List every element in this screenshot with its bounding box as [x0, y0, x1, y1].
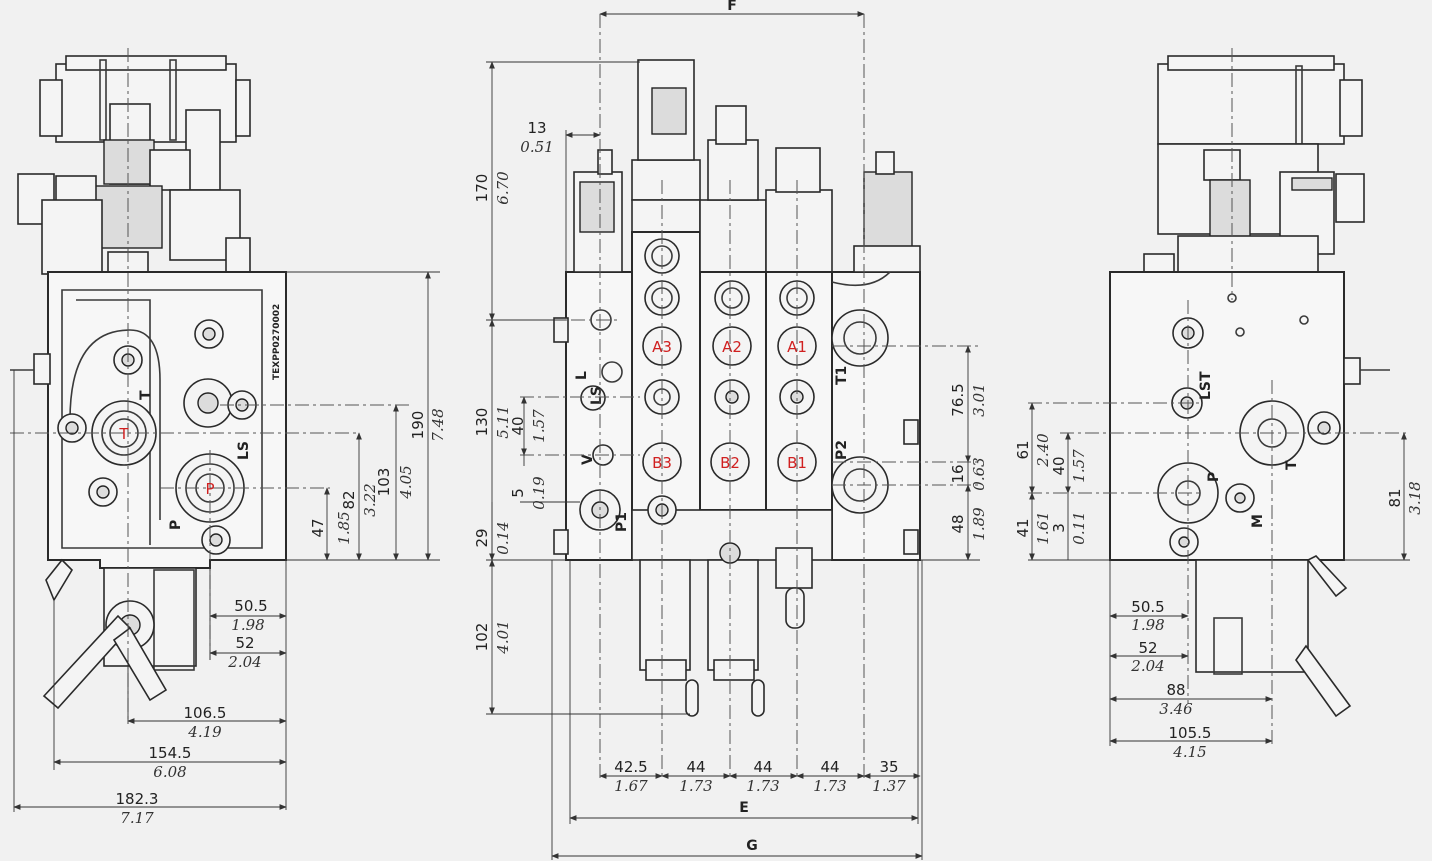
right-dim-41-in: 1.61 — [1034, 511, 1052, 544]
center-dim-29-in: 0.14 — [494, 521, 512, 554]
left-label-p: P — [205, 480, 214, 498]
center-dim-130-in: 5.11 — [494, 405, 512, 438]
center-label-p2: P2 — [834, 440, 850, 460]
right-dim-88: 88 — [1166, 681, 1185, 699]
right-label-lst: LST — [1198, 371, 1214, 400]
left-dim-154-5-in: 6.08 — [153, 763, 186, 781]
left-dim-82-in: 3.22 — [361, 483, 379, 516]
left-dim-50-5-in: 1.98 — [231, 616, 264, 634]
center-dim-5: 5 — [509, 488, 527, 498]
center-dim-76-5: 76.5 — [949, 383, 967, 416]
center-dim-42-5-in: 1.67 — [614, 777, 648, 795]
left-side-t: T — [138, 390, 154, 400]
left-label-t: T — [118, 425, 129, 443]
right-view: LST T P M 61 2.40 40 1.57 41 1.61 3 0.11… — [1014, 48, 1424, 761]
right-label-p: P — [1206, 472, 1222, 482]
center-dim-e: E — [739, 800, 749, 816]
center-label-l: L — [574, 371, 590, 380]
center-dim-44-a-in: 1.73 — [679, 777, 712, 795]
left-side-ls: LS — [236, 441, 252, 460]
right-dim-105-5-in: 4.15 — [1172, 743, 1206, 761]
center-dim-44-a: 44 — [686, 758, 705, 776]
center-view: A3 A2 A1 B3 B2 B1 T1 P2 L LS P1 V F — [473, 0, 988, 860]
left-dim-182-3-in: 7.17 — [120, 809, 154, 827]
right-dim-3-in: 0.11 — [1070, 511, 1088, 544]
right-dim-61-in: 2.40 — [1034, 433, 1052, 468]
center-dim-44-c: 44 — [820, 758, 839, 776]
left-dim-82: 82 — [340, 490, 358, 509]
left-dim-103: 103 — [375, 468, 393, 497]
center-dim-16: 16 — [949, 464, 967, 483]
center-dim-42-5: 42.5 — [614, 758, 647, 776]
port-a2: A2 — [722, 338, 742, 356]
center-label-p1: P1 — [614, 512, 630, 532]
center-dim-13: 13 — [527, 119, 546, 137]
right-dim-88-in: 3.46 — [1159, 700, 1193, 718]
center-dim-44-b: 44 — [753, 758, 772, 776]
right-dim-50-5-in: 1.98 — [1131, 616, 1164, 634]
center-dim-102: 102 — [473, 623, 491, 652]
right-dim-40: 40 — [1050, 456, 1068, 475]
center-dim-35-in: 1.37 — [872, 777, 906, 795]
center-dim-76-5-in: 3.01 — [970, 383, 988, 416]
center-dim-40: 40 — [509, 416, 527, 435]
left-dim-106-5: 106.5 — [184, 704, 227, 722]
right-dim-81-in: 3.18 — [1406, 481, 1424, 514]
right-dim-52-in: 2.04 — [1130, 657, 1164, 675]
left-dim-52-in: 2.04 — [227, 653, 261, 671]
center-dim-44-c-in: 1.73 — [813, 777, 846, 795]
left-dim-106-5-in: 4.19 — [187, 723, 222, 741]
center-dim-170: 170 — [473, 174, 491, 203]
center-dim-g: G — [746, 838, 758, 854]
right-dim-3: 3 — [1050, 523, 1068, 533]
center-dim-f: F — [727, 0, 737, 14]
left-dim-190-in: 7.48 — [429, 408, 447, 441]
center-dim-13-in: 0.51 — [520, 138, 553, 156]
left-dim-190: 190 — [409, 411, 427, 440]
right-dim-81: 81 — [1386, 488, 1404, 507]
left-dim-47-in: 1.85 — [335, 511, 353, 544]
center-label-v: V — [580, 454, 596, 465]
center-dim-40-in: 1.57 — [530, 409, 548, 443]
center-dim-44-b-in: 1.73 — [746, 777, 779, 795]
left-side-p: P — [168, 520, 184, 530]
left-dim-50-5: 50.5 — [234, 597, 267, 615]
right-dim-61: 61 — [1014, 440, 1032, 459]
port-a1: A1 — [787, 338, 807, 356]
center-dim-35: 35 — [879, 758, 898, 776]
right-label-m: M — [1250, 514, 1266, 528]
center-label-t1: T1 — [834, 366, 850, 385]
right-dim-105-5: 105.5 — [1169, 724, 1212, 742]
right-dim-50-5: 50.5 — [1131, 598, 1164, 616]
right-dim-40-in: 1.57 — [1070, 449, 1088, 483]
center-label-ls: LS — [589, 386, 605, 405]
right-dim-52: 52 — [1138, 639, 1157, 657]
left-dim-182-3: 182.3 — [116, 790, 159, 808]
left-part-code: TEXPP0270002 — [272, 304, 282, 380]
center-dim-102-in: 4.01 — [494, 620, 512, 654]
left-dim-154-5: 154.5 — [149, 744, 192, 762]
center-dim-16-in: 0.63 — [970, 457, 988, 490]
left-dim-103-in: 4.05 — [397, 465, 415, 499]
right-label-t: T — [1284, 460, 1300, 470]
center-dim-48-in: 1.89 — [970, 507, 988, 541]
center-dim-130: 130 — [473, 408, 491, 437]
center-dim-170-in: 6.70 — [494, 171, 512, 205]
left-view: T P T P LS TEXPP0270002 47 1.85 82 3.22 … — [10, 48, 447, 827]
right-dim-41: 41 — [1014, 518, 1032, 537]
left-dim-52: 52 — [235, 634, 254, 652]
center-dim-48: 48 — [949, 514, 967, 533]
center-dim-5-in: 0.19 — [530, 476, 548, 510]
left-dim-47: 47 — [309, 518, 327, 537]
center-port-rings — [642, 238, 817, 525]
port-a3: A3 — [652, 338, 672, 356]
center-dim-29: 29 — [473, 528, 491, 547]
